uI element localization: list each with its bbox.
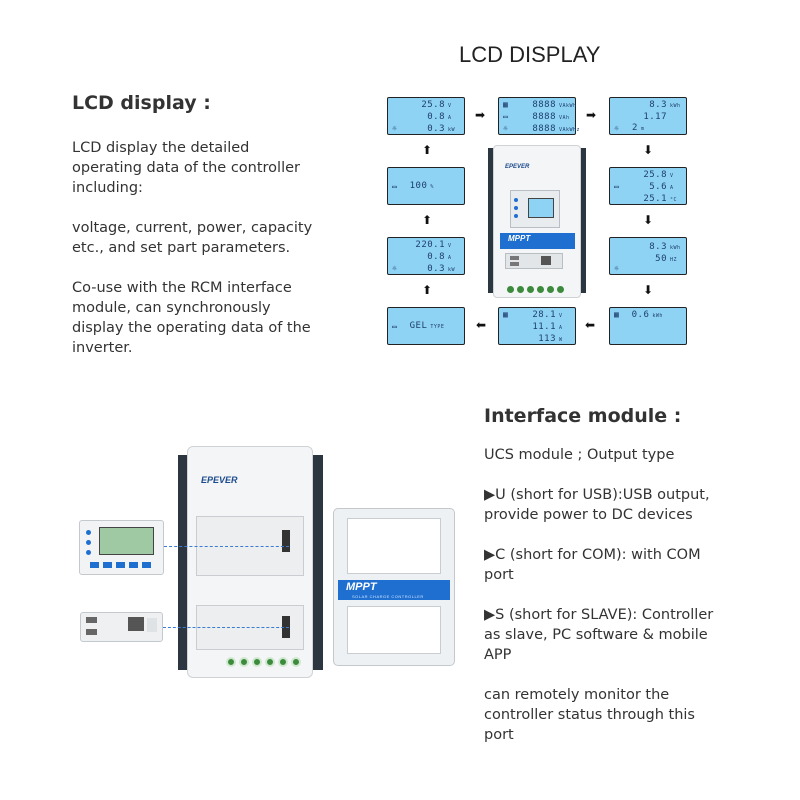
lcd-paragraph-1: LCD display the detailed operating data … [72, 140, 300, 196]
solar-panel-icon: ▦ [503, 310, 508, 319]
lcd-display-title: LCD DISPLAY [459, 42, 601, 67]
connector-line [163, 627, 289, 628]
arrow-down-icon: ⬇ [643, 213, 654, 227]
lcd-screen-battery-soc: ▭ 100% [387, 167, 465, 205]
mppt-subtitle: SOLAR CHARGE CONTROLLER [352, 594, 444, 599]
mppt-label: MPPT [500, 233, 575, 249]
battery-icon: ▭ [392, 182, 397, 191]
sun-icon: ☼ [503, 124, 508, 133]
interface-item-slave: ▶S (short for SLAVE): Controller as slav… [484, 607, 714, 663]
sun-icon: ☼ [614, 124, 619, 133]
arrow-left-icon: ⬅ [476, 318, 487, 332]
interface-item-usb: ▶U (short for USB):USB output, provide p… [484, 487, 710, 523]
sun-icon: ☼ [614, 264, 619, 273]
lcd-paragraph-3: Co-use with the RCM interface module, ca… [72, 280, 311, 356]
arrow-left-icon: ⬅ [585, 318, 596, 332]
lcd-paragraph-2: voltage, current, power, capacity etc., … [72, 220, 313, 256]
arrow-right-icon: ➡ [586, 108, 597, 122]
solar-panel-icon: ▦ [503, 100, 508, 109]
battery-icon: ▭ [392, 322, 397, 331]
lcd-mini-screen [528, 198, 554, 218]
interface-item-com: ▶C (short for COM): with COM port [484, 547, 701, 583]
arrow-down-icon: ⬇ [643, 283, 654, 297]
brand-logo: EPEVER [505, 164, 530, 170]
sun-icon: ☼ [392, 264, 397, 273]
solar-panel-icon: ▦ [614, 310, 619, 319]
battery-icon: ▭ [614, 182, 619, 191]
lcd-display-heading: LCD display : [72, 92, 211, 114]
brand-logo: EPEVER [201, 475, 238, 485]
sun-icon: ☼ [392, 124, 397, 133]
arrow-up-icon: ⬆ [422, 213, 433, 227]
interface-footer: can remotely monitor the controller stat… [484, 687, 695, 743]
interface-module-heading: Interface module : [484, 405, 682, 427]
battery-icon: ▭ [503, 112, 508, 121]
arrow-up-icon: ⬆ [422, 143, 433, 157]
arrow-right-icon: ➡ [475, 108, 486, 122]
interface-line-1: UCS module ; Output type [484, 447, 675, 463]
arrow-down-icon: ⬇ [643, 143, 654, 157]
arrow-up-icon: ⬆ [422, 283, 433, 297]
connector-line [164, 546, 289, 547]
lcd-module-screen [99, 527, 154, 555]
